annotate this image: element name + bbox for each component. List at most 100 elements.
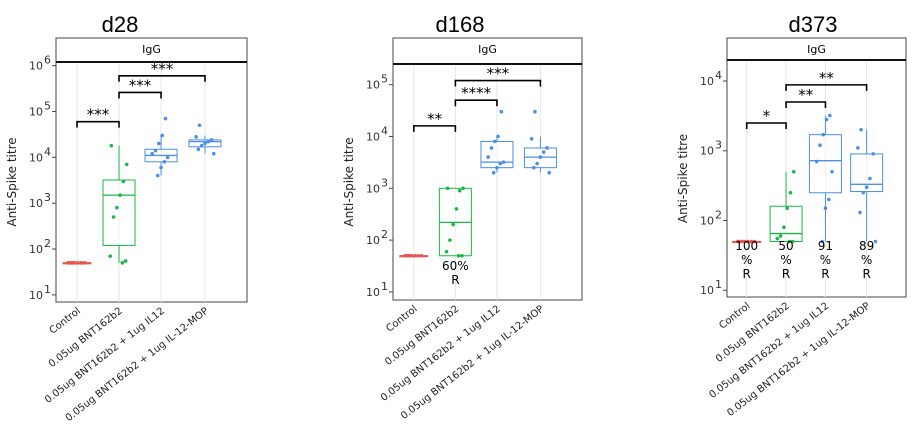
data-point	[206, 139, 211, 144]
y-tick-exponent: 1	[381, 280, 388, 293]
data-point	[111, 215, 116, 219]
data-point	[194, 135, 198, 139]
data-point	[404, 253, 408, 258]
data-point	[861, 190, 866, 195]
data-point	[150, 151, 155, 156]
data-point	[451, 222, 455, 227]
data-point	[820, 239, 824, 244]
significance-label: ***	[487, 65, 510, 83]
data-point	[868, 176, 872, 181]
y-tick-label: 10	[700, 145, 714, 158]
response-annotation: 60%	[442, 259, 469, 273]
data-point	[165, 155, 170, 160]
y-tick-exponent: 3	[44, 191, 51, 204]
data-point	[460, 253, 464, 258]
panel-title: d373	[789, 12, 838, 37]
data-point	[856, 146, 860, 150]
data-point	[115, 205, 119, 210]
data-point	[749, 239, 753, 244]
data-point	[826, 197, 831, 202]
data-point	[153, 148, 158, 153]
data-point	[413, 253, 417, 258]
data-point	[778, 234, 783, 238]
data-point	[155, 173, 160, 178]
data-point	[407, 253, 412, 258]
y-tick-exponent: 3	[381, 176, 388, 189]
data-point	[828, 113, 832, 118]
data-point	[79, 261, 84, 265]
response-annotation: 89	[859, 239, 874, 253]
data-point	[159, 165, 163, 170]
y-axis-title: Anti-Spike titre	[676, 134, 690, 223]
data-point	[163, 116, 168, 121]
data-point	[70, 261, 75, 265]
y-tick-exponent: 1	[715, 278, 722, 291]
data-point	[211, 151, 216, 156]
comparison-bracket	[76, 120, 120, 128]
strip-label: IgG	[807, 43, 826, 56]
data-point	[456, 253, 461, 258]
data-point	[419, 253, 424, 258]
y-tick-label: 10	[29, 60, 43, 73]
significance-label: ***	[129, 76, 152, 94]
comparison-bracket	[412, 125, 457, 132]
data-point	[538, 155, 543, 159]
response-annotation: %	[861, 253, 872, 267]
y-tick-label: 10	[29, 243, 43, 256]
data-point	[499, 109, 504, 114]
data-point	[529, 137, 534, 141]
strip-label: IgG	[478, 43, 497, 56]
y-tick-label: 10	[700, 75, 714, 88]
y-tick-exponent: 4	[715, 69, 722, 82]
y-tick-label: 10	[366, 130, 380, 143]
y-tick-label: 10	[366, 182, 380, 195]
data-point	[120, 261, 125, 265]
data-point	[203, 141, 207, 146]
response-annotation: %	[780, 253, 791, 267]
data-point	[821, 132, 826, 137]
significance-label: ***	[151, 60, 174, 78]
y-tick-label: 10	[366, 286, 380, 299]
data-point	[737, 239, 741, 244]
data-point	[121, 179, 126, 184]
box	[480, 140, 514, 169]
data-point	[82, 261, 87, 265]
x-category-label: 0.05ug BNT162b2	[47, 306, 125, 370]
data-point	[444, 249, 449, 254]
response-annotation: %	[741, 253, 752, 267]
y-tick-label: 10	[29, 151, 43, 164]
data-point	[873, 239, 878, 244]
data-point	[782, 225, 786, 230]
panel-title: d28	[102, 12, 139, 37]
significance-label: ****	[461, 84, 492, 102]
data-point	[752, 239, 757, 244]
data-point	[818, 143, 822, 148]
data-point	[501, 160, 506, 164]
data-point	[775, 236, 780, 241]
response-annotation: 50	[778, 239, 793, 253]
data-point	[197, 123, 202, 128]
strip-box	[55, 37, 248, 63]
data-point	[547, 170, 552, 175]
data-point	[160, 133, 164, 138]
data-point	[740, 239, 745, 244]
data-point	[448, 238, 452, 242]
strip-box	[392, 37, 583, 65]
box	[808, 134, 842, 194]
significance-label: ***	[87, 106, 110, 124]
data-point	[496, 134, 500, 139]
response-annotation: 91	[818, 239, 833, 253]
data-point	[787, 239, 792, 244]
significance-label: **	[798, 86, 814, 104]
y-tick-label: 10	[700, 214, 714, 227]
box	[850, 153, 884, 193]
data-point	[814, 159, 819, 164]
y-tick-exponent: 4	[44, 145, 51, 158]
y-tick-exponent: 6	[44, 54, 51, 67]
data-point	[461, 186, 465, 191]
data-point	[108, 254, 113, 258]
response-annotation: %	[820, 253, 831, 267]
